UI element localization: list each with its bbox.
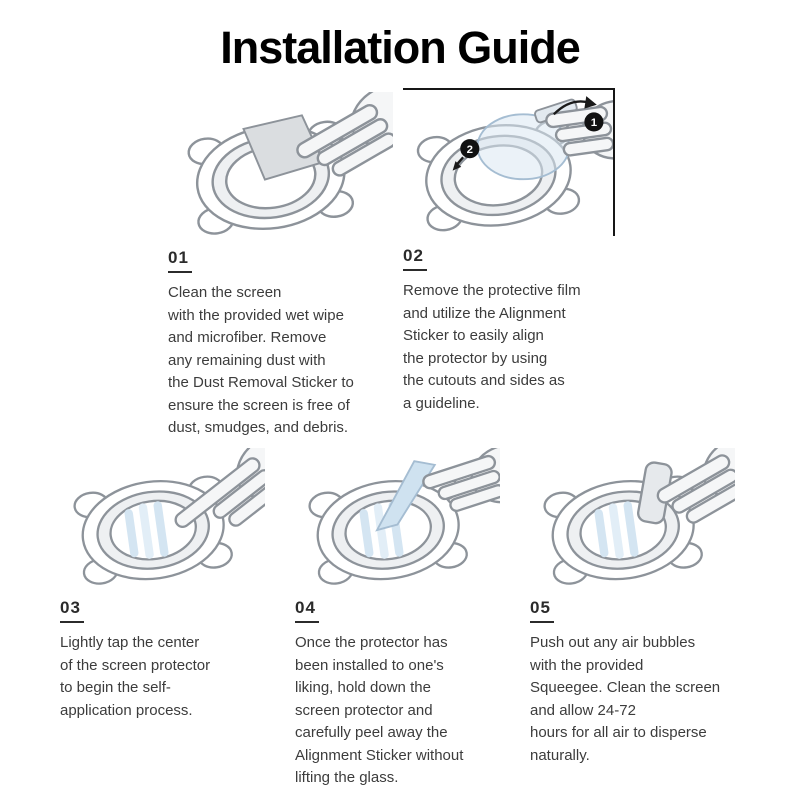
- step-description-03: Lightly tap the center of the screen pro…: [60, 634, 211, 719]
- step4-illustration-svg: [308, 448, 500, 585]
- badge-1: 1: [584, 112, 604, 132]
- curved-arrow-head: [584, 96, 597, 109]
- hand-icon: [656, 448, 735, 524]
- screen-glass-sheen: [124, 501, 169, 559]
- step-description-02: Remove the protective film and utilize t…: [403, 282, 581, 412]
- step-01: 01 Clean the screen with the provided we…: [168, 92, 393, 440]
- watch-protector-icon: [308, 475, 468, 585]
- svg-text:1: 1: [591, 117, 598, 129]
- badge-2: 2: [452, 139, 480, 171]
- illustration-step-04: [295, 448, 500, 588]
- step3-illustration-svg: [73, 448, 265, 585]
- step-number-03: 03: [60, 598, 84, 623]
- step-02: 1 2 02 Remove the protective film and ut…: [403, 88, 615, 415]
- step-03: 03 Lightly tap the center of the screen …: [60, 448, 265, 722]
- page-title: Installation Guide: [220, 22, 581, 73]
- hand-icon: [296, 92, 393, 177]
- step5-illustration-svg: [543, 448, 735, 585]
- step1-illustration-svg: [187, 92, 393, 235]
- svg-text:2: 2: [467, 144, 473, 156]
- illustration-step-03: [60, 448, 265, 588]
- step-number-02: 02: [403, 246, 427, 271]
- illustration-step-02: 1 2: [403, 88, 615, 236]
- step2-illustration-svg: 1 2: [416, 96, 613, 232]
- alignment-sticker-peel-icon: [375, 460, 437, 532]
- illustration-step-01: [168, 92, 393, 238]
- step-number-01: 01: [168, 248, 192, 273]
- screen-glass-sheen: [594, 501, 639, 559]
- step-number-04: 04: [295, 598, 319, 623]
- illustration-step-05: [530, 448, 735, 588]
- tapping-hand-icon: [174, 448, 265, 529]
- step-05: 05 Push out any air bubbles with the pro…: [530, 448, 735, 767]
- step-description-01: Clean the screen with the provided wet w…: [168, 284, 354, 436]
- step-04: 04 Once the protector has been installed…: [295, 448, 500, 790]
- hand-icon: [422, 448, 500, 513]
- step-number-05: 05: [530, 598, 554, 623]
- step-description-05: Push out any air bubbles with the provid…: [530, 634, 721, 764]
- step-description-04: Once the protector has been installed to…: [295, 634, 464, 786]
